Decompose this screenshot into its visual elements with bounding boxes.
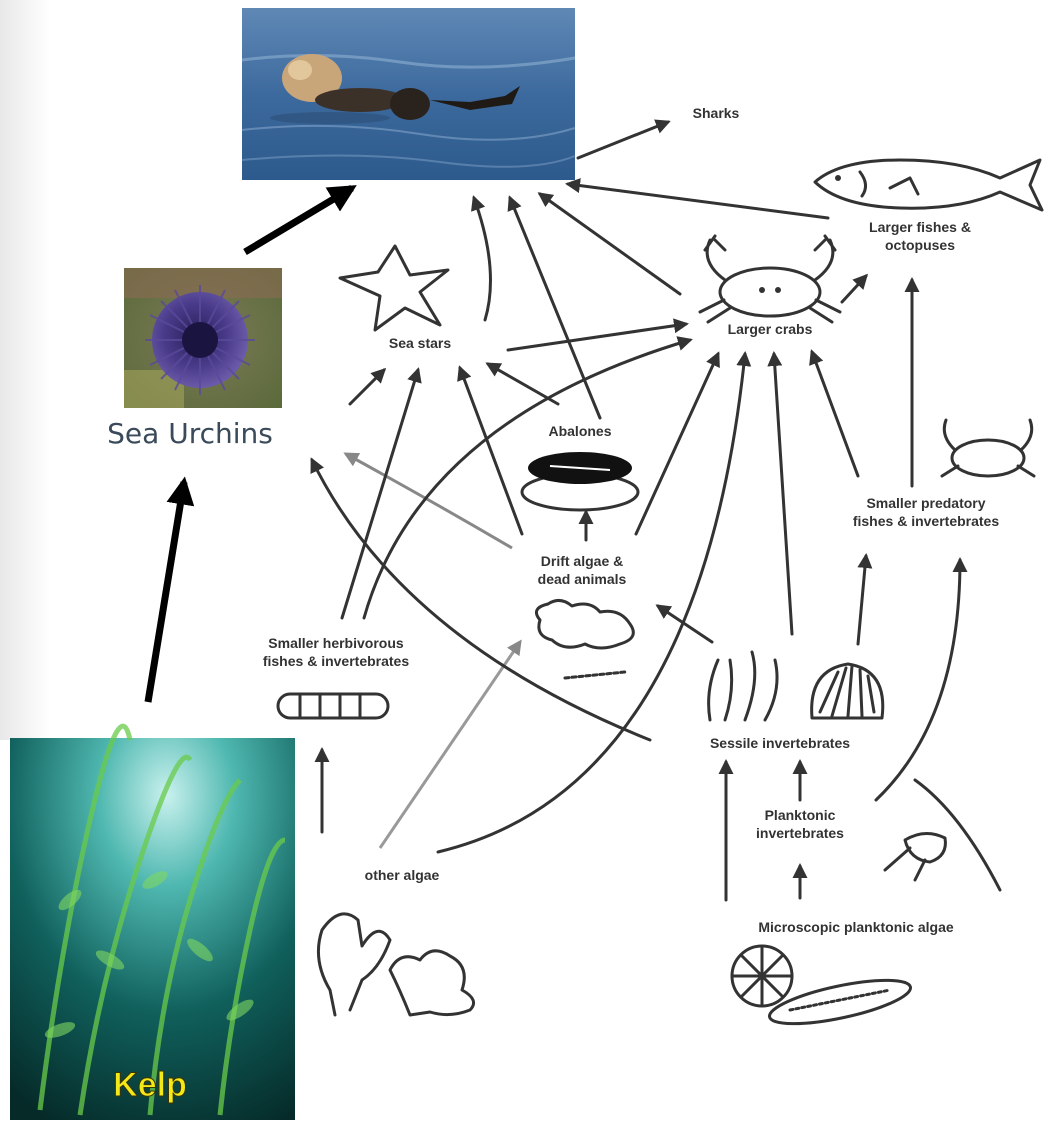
planktonic-invertebrates-label-line: Planktonic	[765, 807, 836, 823]
arrow-sessile-to-smaller-predatory	[858, 556, 866, 644]
sessile-invertebrates-drawing	[709, 652, 883, 720]
arrow-larger-fishes-to-otter	[568, 184, 828, 218]
sea-otter-photo	[242, 8, 575, 180]
planktonic-invertebrates-label: Planktonic invertebrates	[756, 807, 844, 841]
arrow-crabs-to-larger-fishes	[842, 276, 866, 302]
arrow-drift-to-urchins-gray	[346, 454, 512, 548]
arrow-smaller-predatory-to-larger-crabs	[812, 352, 858, 476]
planktonic-invertebrate-drawing	[885, 780, 1000, 890]
drift-algae-label: Drift algae & dead animals	[538, 553, 627, 587]
arrow-sessile-to-larger-crabs	[774, 354, 792, 634]
arrow-other-algae-to-drift-gray	[380, 642, 520, 848]
planktonic-invertebrates-label-line: invertebrates	[756, 825, 844, 841]
microscopic-algae-drawing	[732, 946, 914, 1033]
sharks-label: Sharks	[693, 105, 740, 121]
kelp-label: Kelp	[113, 1066, 187, 1104]
smaller-predatory-label-line: Smaller predatory	[866, 495, 985, 511]
sea-stars-label: Sea stars	[389, 335, 451, 351]
arrow-sessile-to-drift	[658, 606, 712, 642]
arrow-drift-to-sea-stars	[460, 368, 522, 534]
arrow-larger-crabs-to-otter	[540, 194, 680, 294]
smaller-predatory-label-line: fishes & invertebrates	[853, 513, 999, 529]
sea-urchin-photo	[124, 268, 282, 408]
arrow-kelp-to-urchins	[148, 482, 184, 702]
larger-fishes-label: Larger fishes & octopuses	[869, 219, 971, 253]
smaller-herbivorous-label: Smaller herbivorous fishes & invertebrate…	[263, 635, 409, 669]
page-edge-shadow	[0, 0, 50, 740]
smaller-herbivorous-label-line: fishes & invertebrates	[263, 653, 409, 669]
sessile-invertebrates-label: Sessile invertebrates	[710, 735, 850, 751]
arrow-sea-stars-to-larger-crabs	[508, 324, 686, 350]
fish-drawing	[815, 160, 1042, 210]
arrow-urchins-to-sea-stars	[350, 370, 384, 404]
drift-algae-label-line: dead animals	[538, 571, 627, 587]
arrow-herbivores-to-sea-stars	[342, 370, 418, 618]
arrow-urchins-to-otter	[245, 188, 352, 252]
sea-urchins-label: Sea Urchins	[107, 417, 273, 450]
larger-crabs-label: Larger crabs	[728, 321, 813, 337]
abalone-drawing	[522, 452, 638, 510]
other-algae-drawing	[318, 914, 473, 1015]
larger-fishes-label-line: octopuses	[885, 237, 955, 253]
other-algae-label: other algae	[365, 867, 440, 883]
arrow-sea-stars-to-otter	[474, 198, 490, 320]
sea-star-drawing	[340, 246, 448, 330]
kelp-forest-photo: Kelp	[10, 726, 295, 1120]
small-crab-drawing	[942, 420, 1034, 476]
abalones-label: Abalones	[548, 423, 611, 439]
smaller-herbivorous-label-line: Smaller herbivorous	[268, 635, 404, 651]
microscopic-algae-label: Microscopic planktonic algae	[758, 919, 953, 935]
arrow-planktonic-to-smaller-predatory	[876, 560, 960, 800]
arrow-otter-to-sharks	[578, 122, 668, 158]
drift-algae-label-line: Drift algae &	[541, 553, 623, 569]
arrow-drift-to-larger-crabs	[636, 354, 718, 534]
crab-drawing	[700, 236, 840, 322]
smaller-herbivore-drawing	[278, 694, 388, 718]
larger-fishes-label-line: Larger fishes &	[869, 219, 971, 235]
smaller-predatory-label: Smaller predatory fishes & invertebrates	[853, 495, 999, 529]
drift-algae-drawing	[536, 600, 633, 678]
